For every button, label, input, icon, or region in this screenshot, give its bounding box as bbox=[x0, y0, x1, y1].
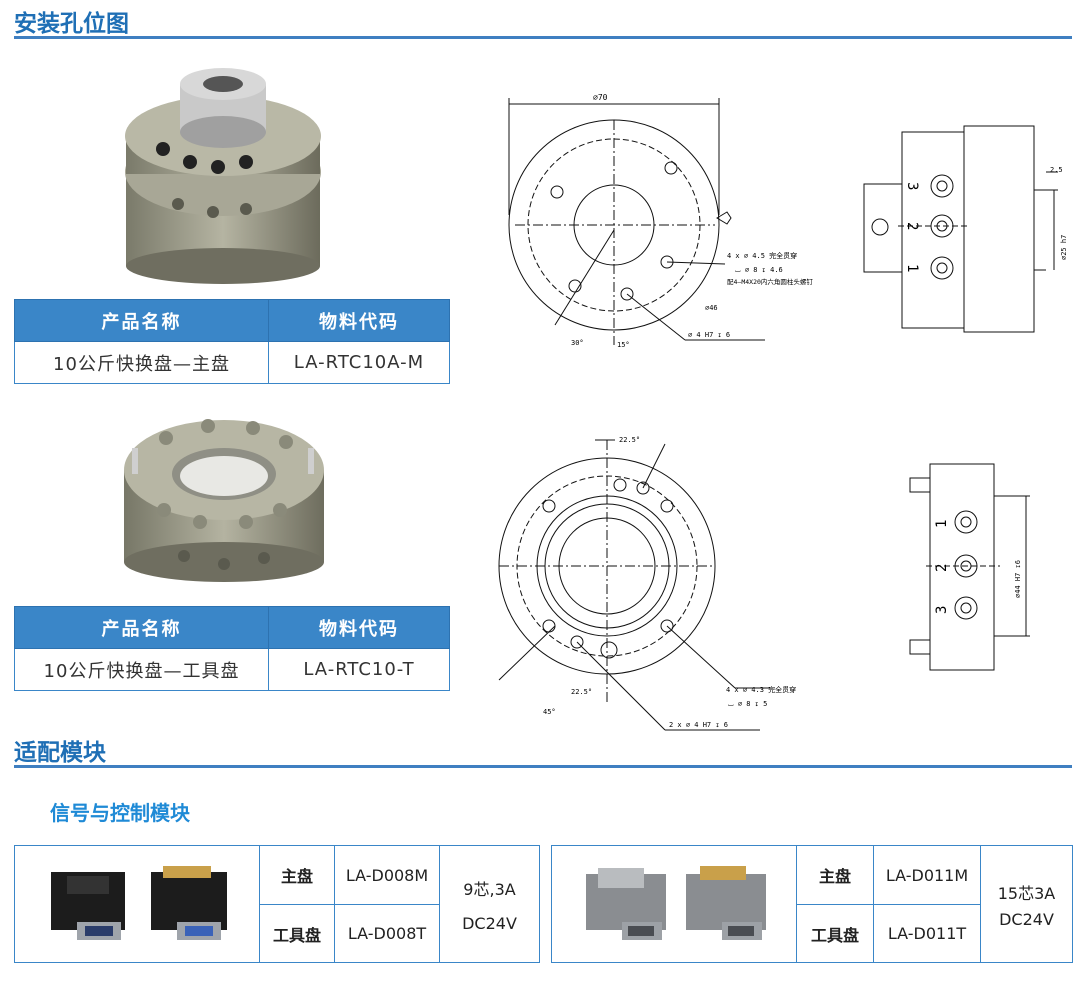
hole-note: 4 x ∅ 4.5 完全贯穿 bbox=[727, 251, 797, 260]
master-code: LA-D008M bbox=[334, 845, 440, 905]
angle-45: 45° bbox=[543, 708, 556, 716]
tool-side-drawing: 1 2 3 ∅44 H7 ↧6 bbox=[909, 463, 1030, 671]
tool-plate-photo bbox=[124, 419, 324, 582]
dim-shaft-dia: ∅25 h7 bbox=[1060, 235, 1068, 260]
master-label: 主盘 bbox=[259, 845, 335, 905]
product-table-tool: 产品名称 物料代码 10公斤快换盘—工具盘 LA-RTC10-T bbox=[14, 606, 450, 691]
angle-30: 30° bbox=[571, 339, 584, 347]
hole-note: 4 x ∅ 4.3 完全贯穿 bbox=[726, 685, 796, 694]
spec-pins: 15芯3A bbox=[997, 883, 1056, 903]
product-code: LA-RTC10A-M bbox=[268, 341, 450, 384]
module-photo-cell bbox=[551, 845, 797, 963]
col-header-code: 物料代码 bbox=[268, 606, 450, 649]
dim-2-5: 2.5 bbox=[1050, 166, 1063, 174]
angle-15: 15° bbox=[617, 341, 630, 349]
module-d008-photo bbox=[51, 866, 227, 940]
tool-code: LA-D008T bbox=[334, 904, 440, 963]
pin-note: ∅ 4 H7 ↧ 6 bbox=[688, 331, 730, 339]
col-header-code: 物料代码 bbox=[268, 299, 450, 342]
signal-module-subtitle: 信号与控制模块 bbox=[50, 801, 190, 825]
tool-front-drawing: 22.5° 22.5° 45° 4 x ∅ 4.3 完全贯穿 ⌴ ∅ 8 ↧ 5… bbox=[498, 436, 796, 731]
port-label-2: 2 bbox=[934, 564, 950, 572]
product-name: 10公斤快换盘—主盘 bbox=[14, 341, 269, 384]
dim-outer-diameter: ∅70 bbox=[593, 93, 608, 102]
master-code: LA-D011M bbox=[873, 845, 981, 905]
master-front-drawing: ∅70 4 x ∅ 4.5 完全贯穿 ⌴ ∅ 8 ↧ 4.6 配4—M4X20内… bbox=[508, 93, 813, 349]
master-plate-photo bbox=[125, 68, 321, 284]
col-header-name: 产品名称 bbox=[14, 299, 269, 342]
tool-code: LA-D011T bbox=[873, 904, 981, 963]
angle-bottom: 22.5° bbox=[571, 688, 592, 696]
module-spec: 9芯,3A DC24V bbox=[439, 845, 540, 963]
screw-note: 配4—M4X20内六角圆柱头螺钉 bbox=[727, 277, 813, 286]
section-title-install: 安装孔位图 bbox=[14, 11, 129, 37]
section-title-modules: 适配模块 bbox=[14, 740, 106, 766]
pin-note: 2 x ∅ 4 H7 ↧ 6 bbox=[669, 721, 728, 729]
port-label-1: 1 bbox=[904, 264, 920, 272]
port-label-3: 3 bbox=[934, 606, 950, 614]
spec-voltage: DC24V bbox=[462, 913, 517, 933]
module-table-d011: 主盘 LA-D011M 15芯3A DC24V 工具盘 LA-D011T bbox=[551, 845, 1073, 963]
master-side-drawing: 3 2 1 2.5 ∅25 h7 bbox=[863, 125, 1068, 333]
port-label-2: 2 bbox=[904, 222, 920, 230]
tool-label: 工具盘 bbox=[796, 904, 874, 963]
product-table-master: 产品名称 物料代码 10公斤快换盘—主盘 LA-RTC10A-M bbox=[14, 299, 450, 384]
product-name: 10公斤快换盘—工具盘 bbox=[14, 648, 269, 691]
module-photo-cell bbox=[14, 845, 260, 963]
tool-label: 工具盘 bbox=[259, 904, 335, 963]
port-label-1: 1 bbox=[934, 520, 950, 528]
cbore-note: ⌴ ∅ 8 ↧ 5 bbox=[728, 700, 767, 708]
angle-top: 22.5° bbox=[619, 436, 640, 444]
port-label-3: 3 bbox=[904, 182, 920, 190]
dim-pcd: ∅46 bbox=[705, 304, 718, 312]
module-d011-photo bbox=[586, 866, 766, 940]
module-table-d008: 主盘 LA-D008M 9芯,3A DC24V 工具盘 LA-D008T bbox=[14, 845, 540, 963]
product-code: LA-RTC10-T bbox=[268, 648, 450, 691]
section-divider bbox=[14, 36, 1072, 39]
dim-bore-dia: ∅44 H7 ↧6 bbox=[1014, 560, 1022, 598]
col-header-name: 产品名称 bbox=[14, 606, 269, 649]
spec-pins: 9芯,3A bbox=[463, 879, 516, 899]
master-label: 主盘 bbox=[796, 845, 874, 905]
spec-voltage: DC24V bbox=[999, 909, 1054, 929]
module-spec: 15芯3A DC24V bbox=[980, 845, 1073, 963]
cbore-note: ⌴ ∅ 8 ↧ 4.6 bbox=[735, 266, 783, 274]
section-divider bbox=[14, 765, 1072, 768]
